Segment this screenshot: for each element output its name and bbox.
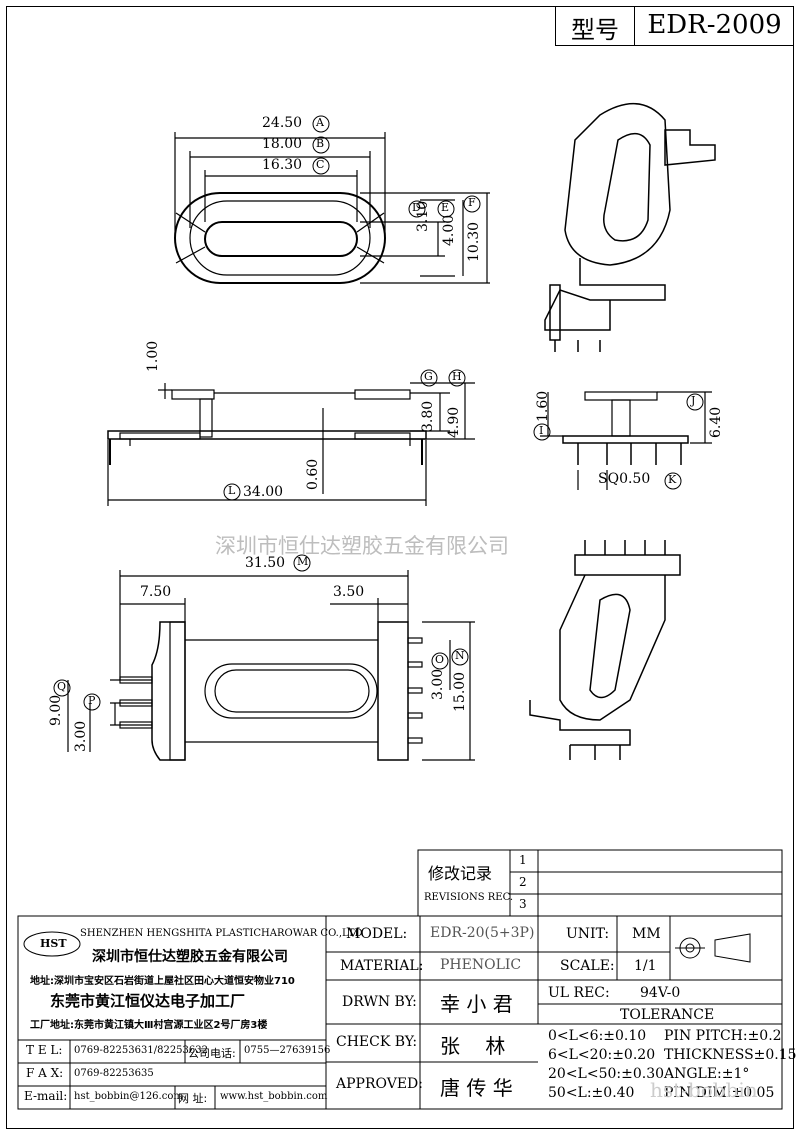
- revisions-title-cn: 修改记录: [428, 864, 493, 883]
- letter-N: N: [455, 649, 465, 662]
- dim-F: 10.30: [466, 221, 482, 262]
- revision-row-1: 1: [519, 853, 527, 867]
- drawing-frame: [6, 6, 794, 1129]
- dim-front-base: 0.60: [305, 458, 321, 490]
- revision-row-2: 2: [519, 875, 527, 889]
- letter-P: P: [88, 694, 96, 707]
- check-value: 张 林: [440, 1034, 506, 1058]
- web-value: www.hst_bobbin.com: [220, 1091, 328, 1102]
- revisions-title-en: REVISIONS REC.: [424, 892, 514, 903]
- letter-C: C: [316, 158, 325, 171]
- company-logo: HST: [40, 937, 67, 950]
- letter-O: O: [435, 653, 445, 666]
- ul-label: UL REC:: [548, 985, 610, 1001]
- letter-L: L: [228, 484, 236, 497]
- dim-front-top: 1.00: [145, 340, 161, 372]
- check-label: CHECK BY:: [336, 1034, 418, 1050]
- unit-value: MM: [632, 926, 661, 942]
- drawn-label: DRWN BY:: [342, 994, 417, 1010]
- unit-label: UNIT:: [566, 926, 610, 942]
- drawn-value: 幸 小 君: [440, 992, 513, 1016]
- letter-D: D: [412, 201, 421, 214]
- letter-G: G: [424, 370, 433, 383]
- dim-I: 1.60: [535, 390, 551, 422]
- tol-left-4: 50<L:±0.40: [548, 1085, 635, 1101]
- company-name-en: SHENZHEN HENGSHITA PLASTICHAROWAR CO.,LT…: [80, 928, 363, 939]
- phone-value: 0755—27639156: [244, 1045, 331, 1056]
- fax-label: F A X:: [26, 1066, 64, 1080]
- side-view: [540, 391, 712, 490]
- tol-left-3: 20<L<50:±0.30: [548, 1066, 665, 1082]
- dim-Q: 9.00: [48, 694, 64, 726]
- dim-P: 3.00: [73, 720, 89, 752]
- model-value: EDR-20(5+3P): [430, 925, 535, 941]
- letter-B: B: [316, 137, 325, 150]
- letter-E: E: [441, 201, 450, 214]
- tel-value: 0769-82253631/82253632: [74, 1045, 208, 1056]
- dim-L: 34.00: [243, 484, 284, 500]
- web-label: 网 址:: [178, 1092, 208, 1105]
- model-label: MODEL:: [346, 926, 408, 942]
- revision-row-3: 3: [519, 897, 527, 911]
- tol-left-2: 6<L<20:±0.20: [548, 1047, 656, 1063]
- material-value: PHENOLIC: [440, 957, 522, 973]
- dim-A: 24.50: [262, 115, 303, 131]
- model-box-label: 型号: [571, 16, 619, 44]
- dim-J: 6.40: [708, 406, 724, 438]
- model-box: 型号 EDR-2009: [555, 6, 794, 46]
- ul-value: 94V-0: [640, 985, 681, 1001]
- tol-right-3: ANGLE:±1°: [664, 1066, 750, 1082]
- iso-view-bottom: [529, 540, 681, 760]
- factory-name: 东莞市黄江恒仪达电子加工厂: [50, 992, 246, 1010]
- email-label: E-mail:: [24, 1089, 68, 1103]
- dim-C: 16.30: [262, 157, 303, 173]
- material-label: MATERIAL:: [340, 958, 424, 974]
- front-view: [107, 382, 475, 506]
- dim-H: 4.90: [446, 406, 462, 438]
- tol-right-4: PIN DIM:±0.05: [664, 1085, 775, 1101]
- dim-G: 3.80: [420, 400, 436, 432]
- letter-I: I: [539, 424, 544, 437]
- tol-right-2: THICKNESS±0.15: [664, 1047, 797, 1063]
- top-view: [174, 132, 490, 284]
- title-block: [17, 915, 783, 1110]
- approved-label: APPROVED:: [336, 1076, 423, 1092]
- dim-B: 18.00: [262, 136, 303, 152]
- bottom-view: [67, 570, 475, 761]
- watermark-url: hst-bobbin: [650, 1078, 758, 1102]
- company-address: 地址:深圳市宝安区石岩街道上屋社区田心大道恒安物业710: [30, 976, 295, 987]
- factory-address: 工厂地址:东莞市黄江镇大Ⅲ村宫源工业区2号厂房3楼: [30, 1020, 268, 1031]
- tol-left-1: 0<L<6:±0.10: [548, 1028, 647, 1044]
- dim-left-w: 7.50: [140, 584, 172, 600]
- letter-A: A: [316, 116, 324, 129]
- phone-label: 公司电话:: [188, 1047, 236, 1060]
- dim-K: SQ0.50: [598, 471, 651, 487]
- tolerance-title: TOLERANCE: [620, 1007, 715, 1023]
- tel-label: T E L:: [26, 1043, 63, 1057]
- letter-K: K: [668, 473, 677, 486]
- scale-label: SCALE:: [560, 958, 615, 974]
- dim-right-w: 3.50: [333, 584, 365, 600]
- letter-F: F: [468, 196, 476, 209]
- model-box-value: EDR-2009: [647, 10, 782, 40]
- tol-right-1: PIN PITCH:±0.2: [664, 1028, 782, 1044]
- dim-M: 31.50: [245, 555, 286, 571]
- letter-H: H: [452, 370, 462, 383]
- letter-Q: Q: [57, 680, 67, 693]
- iso-view-top: [544, 102, 716, 352]
- watermark-text: 深圳市恒仕达塑胶五金有限公司: [215, 534, 509, 558]
- scale-value: 1/1: [634, 958, 657, 974]
- dim-E: 4.00: [441, 214, 457, 246]
- company-name-cn: 深圳市恒仕达塑胶五金有限公司: [92, 949, 288, 965]
- approved-value: 唐 传 华: [440, 1076, 513, 1100]
- fax-value: 0769-82253635: [74, 1068, 154, 1079]
- dim-N: 15.00: [452, 671, 468, 712]
- letter-J: J: [691, 394, 696, 407]
- circle-markers: [53, 115, 704, 711]
- letter-M: M: [297, 555, 309, 568]
- email-value: hst_bobbin@126.com: [74, 1091, 183, 1102]
- revisions-table: [417, 849, 783, 917]
- dim-O: 3.00: [430, 668, 446, 700]
